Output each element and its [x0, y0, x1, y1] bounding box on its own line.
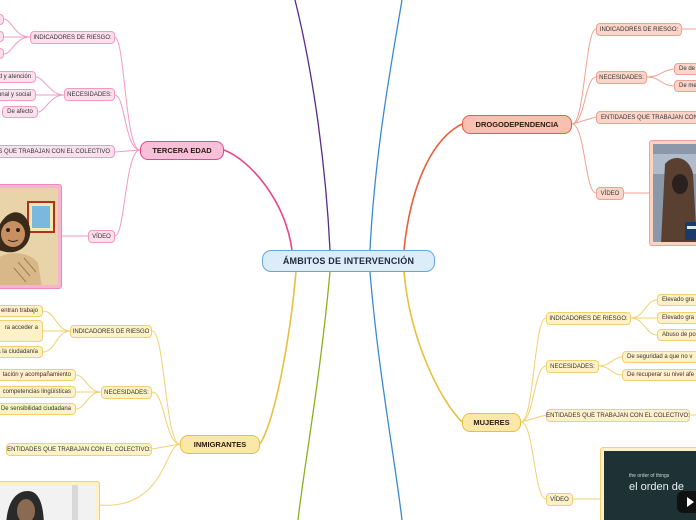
mujeres-video-thumbnail[interactable]: the order of things el orden de [600, 447, 696, 520]
mujeres-necesidades[interactable]: NECESIDADES: [546, 360, 599, 373]
drogodependencia-necesidad-1[interactable]: De de [674, 63, 696, 75]
inmigrantes-indicador-3[interactable]: a la ciudadanía [0, 346, 43, 358]
hooded-figure-image [653, 144, 696, 242]
topic-inmigrantes[interactable]: INMIGRANTES [180, 435, 260, 454]
inmigrantes-necesidades[interactable]: NECESIDADES: [101, 386, 152, 399]
inmigrantes-entidades[interactable]: ENTIDADES QUE TRABAJAN CON EL COLECTIVO: [6, 443, 152, 456]
cartoon-character-image [0, 188, 58, 285]
tercera-edad-entidades[interactable]: ES QUE TRABAJAN CON EL COLECTIVO [0, 145, 115, 158]
inmigrantes-necesidad-3[interactable]: De sensibilidad ciudadana [0, 403, 76, 415]
inmigrantes-indicador-1[interactable]: entran trabajo [0, 305, 43, 317]
video-title-small: the order of things [629, 473, 670, 479]
tercera-edad-necesidad-2[interactable]: onal y social [0, 89, 36, 101]
tercera-edad-necesidad-1[interactable]: d y atención [0, 71, 36, 83]
topic-mujeres[interactable]: MUJERES [462, 413, 521, 432]
tercera-edad-necesidades[interactable]: NECESIDADES: [64, 88, 115, 101]
cartoon-illustration [0, 188, 58, 285]
inmigrantes-photo [0, 485, 96, 520]
mujeres-indicador-1[interactable]: Elevado gra [657, 294, 696, 306]
play-triangle-icon [687, 497, 694, 507]
tercera-edad-necesidad-3[interactable]: De afecto [2, 106, 38, 118]
mujeres-necesidad-1[interactable]: De seguridad a que no v [622, 351, 696, 363]
mujeres-video-frame: the order of things el orden de [604, 451, 696, 520]
mujeres-indicadores[interactable]: INDICADORES DE RIESGO: [546, 312, 631, 325]
mujeres-entidades[interactable]: ENTIDADES QUE TRABAJAN CON EL COLECTIVO: [546, 409, 690, 422]
tercera-edad-indicadores[interactable]: INDICADORES DE RIESGO: [30, 31, 115, 44]
tercera-edad-video[interactable]: VÍDEO [88, 230, 115, 243]
mujeres-indicador-3[interactable]: Abuso de po [657, 329, 696, 341]
inmigrantes-necesidad-1[interactable]: tación y acompañamiento [0, 369, 76, 381]
topic-drogodependencia[interactable]: DROGODEPENDENCIA [462, 115, 572, 134]
drogodependencia-necesidades[interactable]: NECESIDADES: [596, 71, 647, 84]
play-button-icon[interactable] [677, 491, 696, 513]
inmigrantes-necesidad-2[interactable]: competencias lingüísticas [0, 386, 76, 398]
topic-tercera-edad[interactable]: TERCERA EDAD [140, 141, 224, 160]
drogodependencia-photo [653, 144, 696, 242]
mujeres-video[interactable]: VÍDEO [546, 493, 573, 506]
inmigrantes-video-thumbnail[interactable] [0, 481, 100, 520]
mujeres-necesidad-2[interactable]: De recuperar su nivel afe [622, 369, 696, 381]
tercera-edad-video-thumbnail[interactable] [0, 184, 62, 289]
video-title: el orden de [629, 481, 685, 493]
inmigrantes-indicador-2[interactable]: ra acceder a [0, 320, 43, 342]
person-photo-image [0, 485, 96, 520]
mujeres-indicador-2[interactable]: Elevado gra [657, 312, 696, 324]
central-topic[interactable]: ÁMBITOS DE INTERVENCIÓN [262, 250, 435, 272]
drogodependencia-video-thumbnail[interactable] [649, 140, 696, 246]
drogodependencia-video[interactable]: VÍDEO [596, 187, 624, 200]
drogodependencia-indicadores[interactable]: INDICADORES DE RIESGO: [596, 23, 682, 36]
inmigrantes-indicadores[interactable]: INDICADORES DE RIESGO [70, 325, 152, 338]
drogodependencia-necesidad-2[interactable]: De me [674, 80, 696, 92]
drogodependencia-entidades[interactable]: ENTIDADES QUE TRABAJAN CON E [596, 111, 696, 124]
